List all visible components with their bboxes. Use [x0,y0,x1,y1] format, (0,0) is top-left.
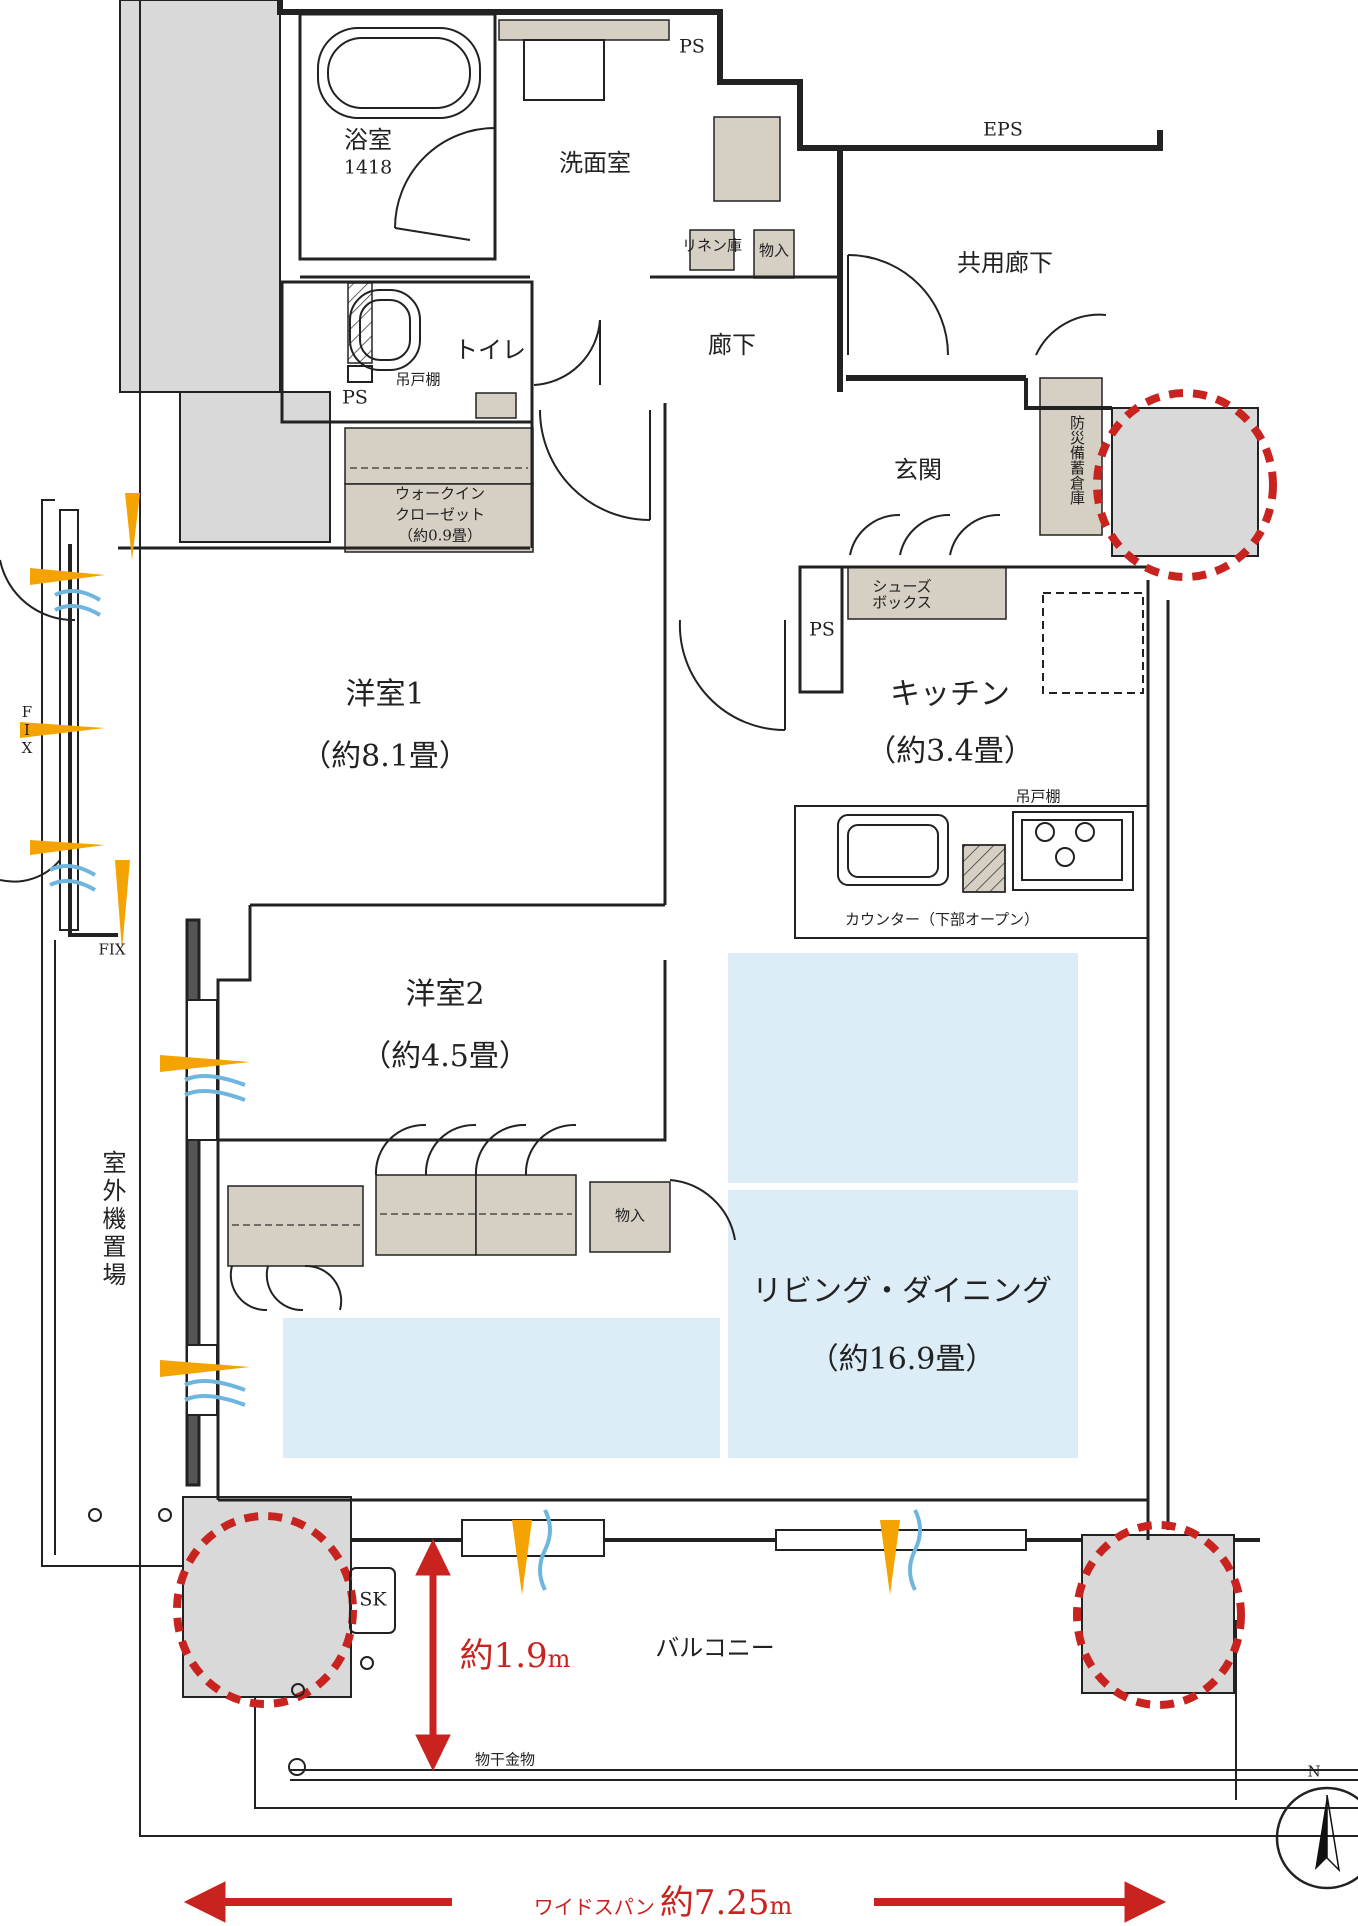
balcony-depth-unit: m [547,1645,571,1673]
toilet-label: トイレ [454,336,526,364]
storage-fills [227,19,1103,1267]
wide-span-unit: m [769,1892,793,1920]
south-windows [186,999,1027,1557]
wide-span-value: 約7.25 [659,1883,770,1923]
ps-top-label: PS [679,35,705,58]
hall-storage-label: 物入 [758,241,790,260]
balcony-label: バルコニー [655,1634,775,1662]
toilet-shelf-label: 吊戸棚 [395,370,441,389]
wide-span-dimension: ワイドスパン 約7.25m [534,1886,793,1920]
slop-sink-label: SK [359,1588,387,1611]
fix-window-bottom-label: FIX [98,940,126,959]
fix-window-label: FIX [18,703,36,757]
wide-span-arrows [183,1881,1167,1923]
balcony-depth-dimension: 約1.9m [460,1639,571,1673]
door-swings [0,127,1107,1312]
bathroom-label: 浴室 [344,126,392,154]
kitchen-shelf-label: 吊戸棚 [1015,787,1061,806]
outdoor-unit-area-label: 室外機置場 [98,1150,126,1290]
north-label: N [1307,1762,1321,1781]
balcony-depth-arrow [415,1538,451,1772]
balcony-depth-value: 約1.9 [459,1636,548,1676]
ps-toilet-label: PS [342,386,368,409]
structural-columns [119,0,1259,1698]
western-room-2-label: 洋室2 [405,977,485,1012]
stove-burners [1035,822,1095,867]
drain-fixtures [88,1508,396,1776]
sanitary-fixtures [347,39,605,383]
laundry-hardware-label: 物干金物 [474,1750,536,1769]
ventilation-indicators [20,493,922,1595]
western-room-1-size: （約8.1畳） [301,739,469,774]
linen-closet-label: リネン庫 [681,236,743,255]
living-dining-size: （約16.9畳） [808,1342,996,1377]
living-highlight-zones [283,953,1078,1458]
ps-entry-label: PS [809,618,835,641]
western-room-2-size: （約4.5畳） [361,1039,529,1074]
kitchen-size: （約3.4畳） [866,734,1034,769]
structural-column-markers [173,389,1277,1709]
wide-span-label: ワイドスパン [533,1895,655,1919]
hallway-label: 廊下 [708,331,756,359]
balcony-rails [41,0,1358,1837]
kitchen-label: キッチン [890,677,1010,712]
bathroom-size: 1418 [343,156,393,179]
shoe-box-label-1: シューズ [872,577,932,596]
room2-storage-label: 物入 [614,1206,646,1225]
entrance-label: 玄関 [894,456,942,484]
shoe-box-label-2: ボックス [872,593,932,612]
shared-corridor-label: 共用廊下 [957,249,1053,277]
walk-in-closet-size: （約0.9畳） [398,526,482,545]
kitchen-fixtures [794,592,1149,939]
closet-rails [232,467,572,1226]
washroom-label: 洗面室 [559,149,631,177]
north-compass [1275,1786,1358,1890]
eps-label: EPS [983,118,1023,141]
western-room-1-label: 洋室1 [345,677,425,712]
living-dining-label: リビング・ダイニング [752,1274,1052,1309]
counter-label: カウンター（下部オープン） [844,910,1040,929]
bathtub [317,27,481,119]
disaster-storage-label: 防災備蓄倉庫 [1068,415,1086,505]
walk-in-closet-label-1: ウォークイン [394,484,486,503]
walk-in-closet-label-2: クローゼット [394,505,486,524]
